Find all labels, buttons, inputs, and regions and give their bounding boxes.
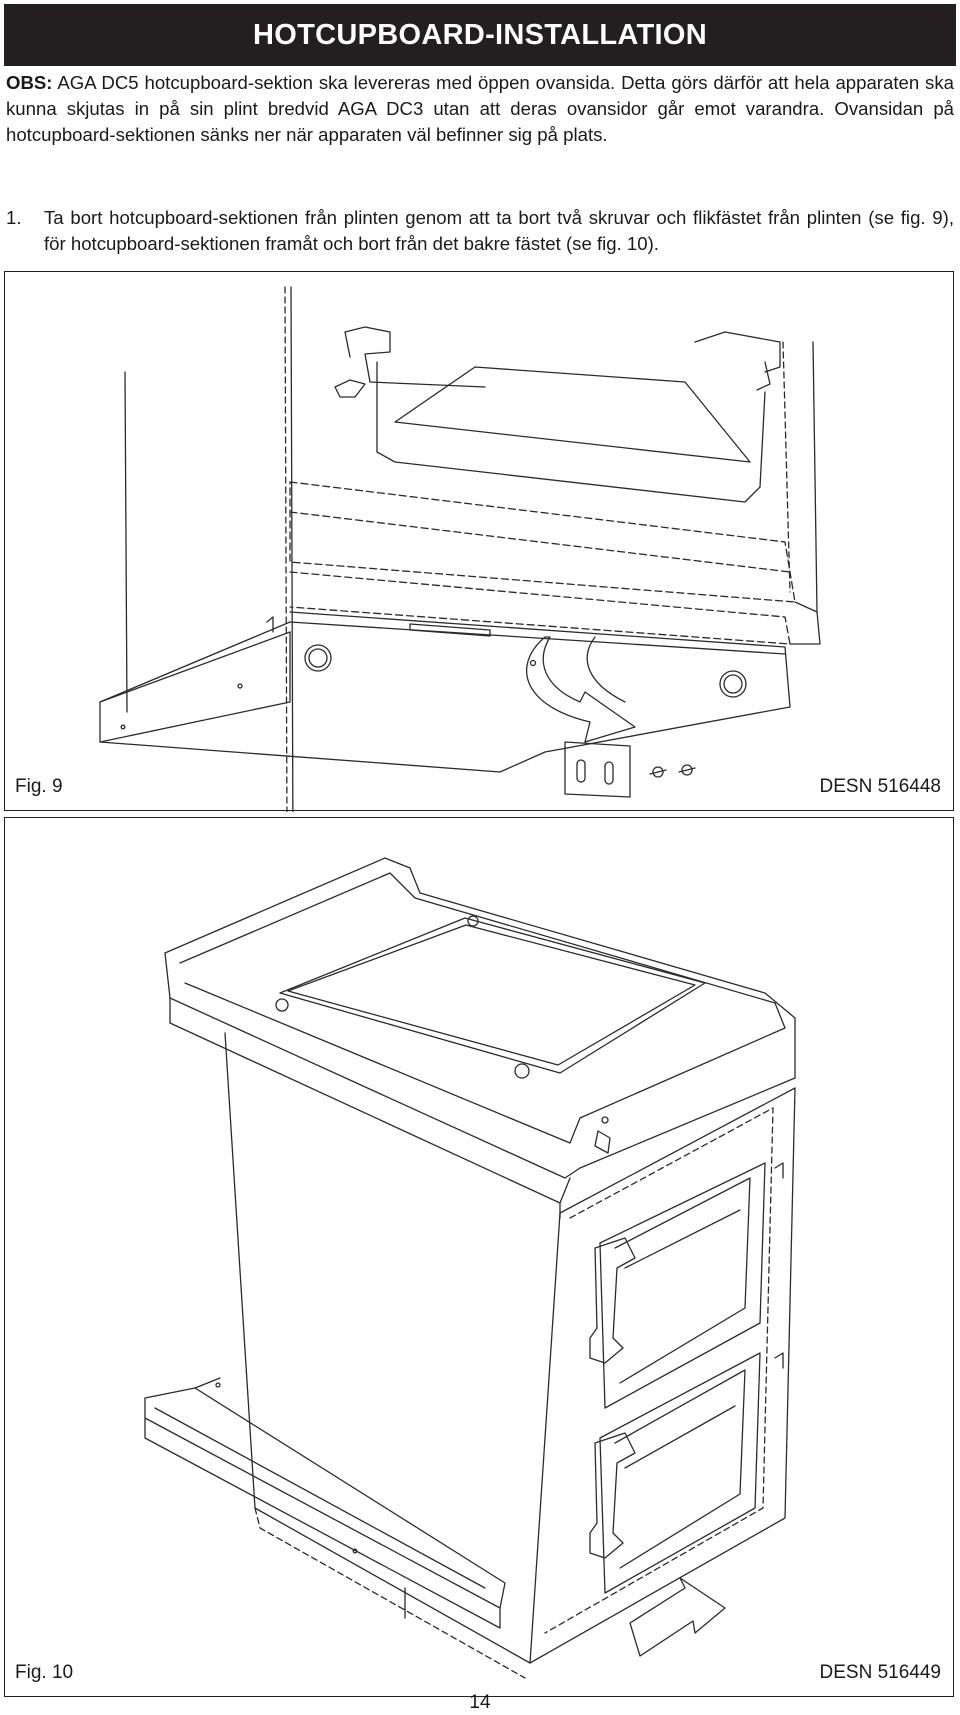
note-text: AGA DC5 hotcupboard-sektion ska leverera… bbox=[6, 72, 954, 145]
figure-9: Fig. 9 DESN 516448 bbox=[4, 271, 954, 812]
step-number: 1. bbox=[6, 207, 22, 228]
page-number: 14 bbox=[469, 1692, 491, 1713]
figure-10-label: Fig. 10 bbox=[15, 1662, 74, 1683]
figure-9-label: Fig. 9 bbox=[15, 776, 63, 797]
instruction-step: 1. Ta bort hotcupboard-sektionen från pl… bbox=[6, 205, 954, 257]
figure-9-illustration bbox=[99, 286, 821, 812]
step-text: Ta bort hotcupboard-sektionen från plint… bbox=[44, 207, 954, 254]
page-title: HOTCUPBOARD-INSTALLATION bbox=[253, 18, 707, 51]
figure-10-illustration bbox=[144, 857, 796, 1679]
figure-9-code: DESN 516448 bbox=[819, 776, 941, 797]
page-title-bar: HOTCUPBOARD-INSTALLATION bbox=[4, 4, 956, 66]
figure-10: Fig. 10 DESN 516449 bbox=[4, 817, 954, 1697]
intro-paragraph: OBS: AGA DC5 hotcupboard-sektion ska lev… bbox=[6, 70, 954, 148]
figure-10-code: DESN 516449 bbox=[819, 1662, 941, 1683]
note-label: OBS: bbox=[6, 72, 53, 93]
